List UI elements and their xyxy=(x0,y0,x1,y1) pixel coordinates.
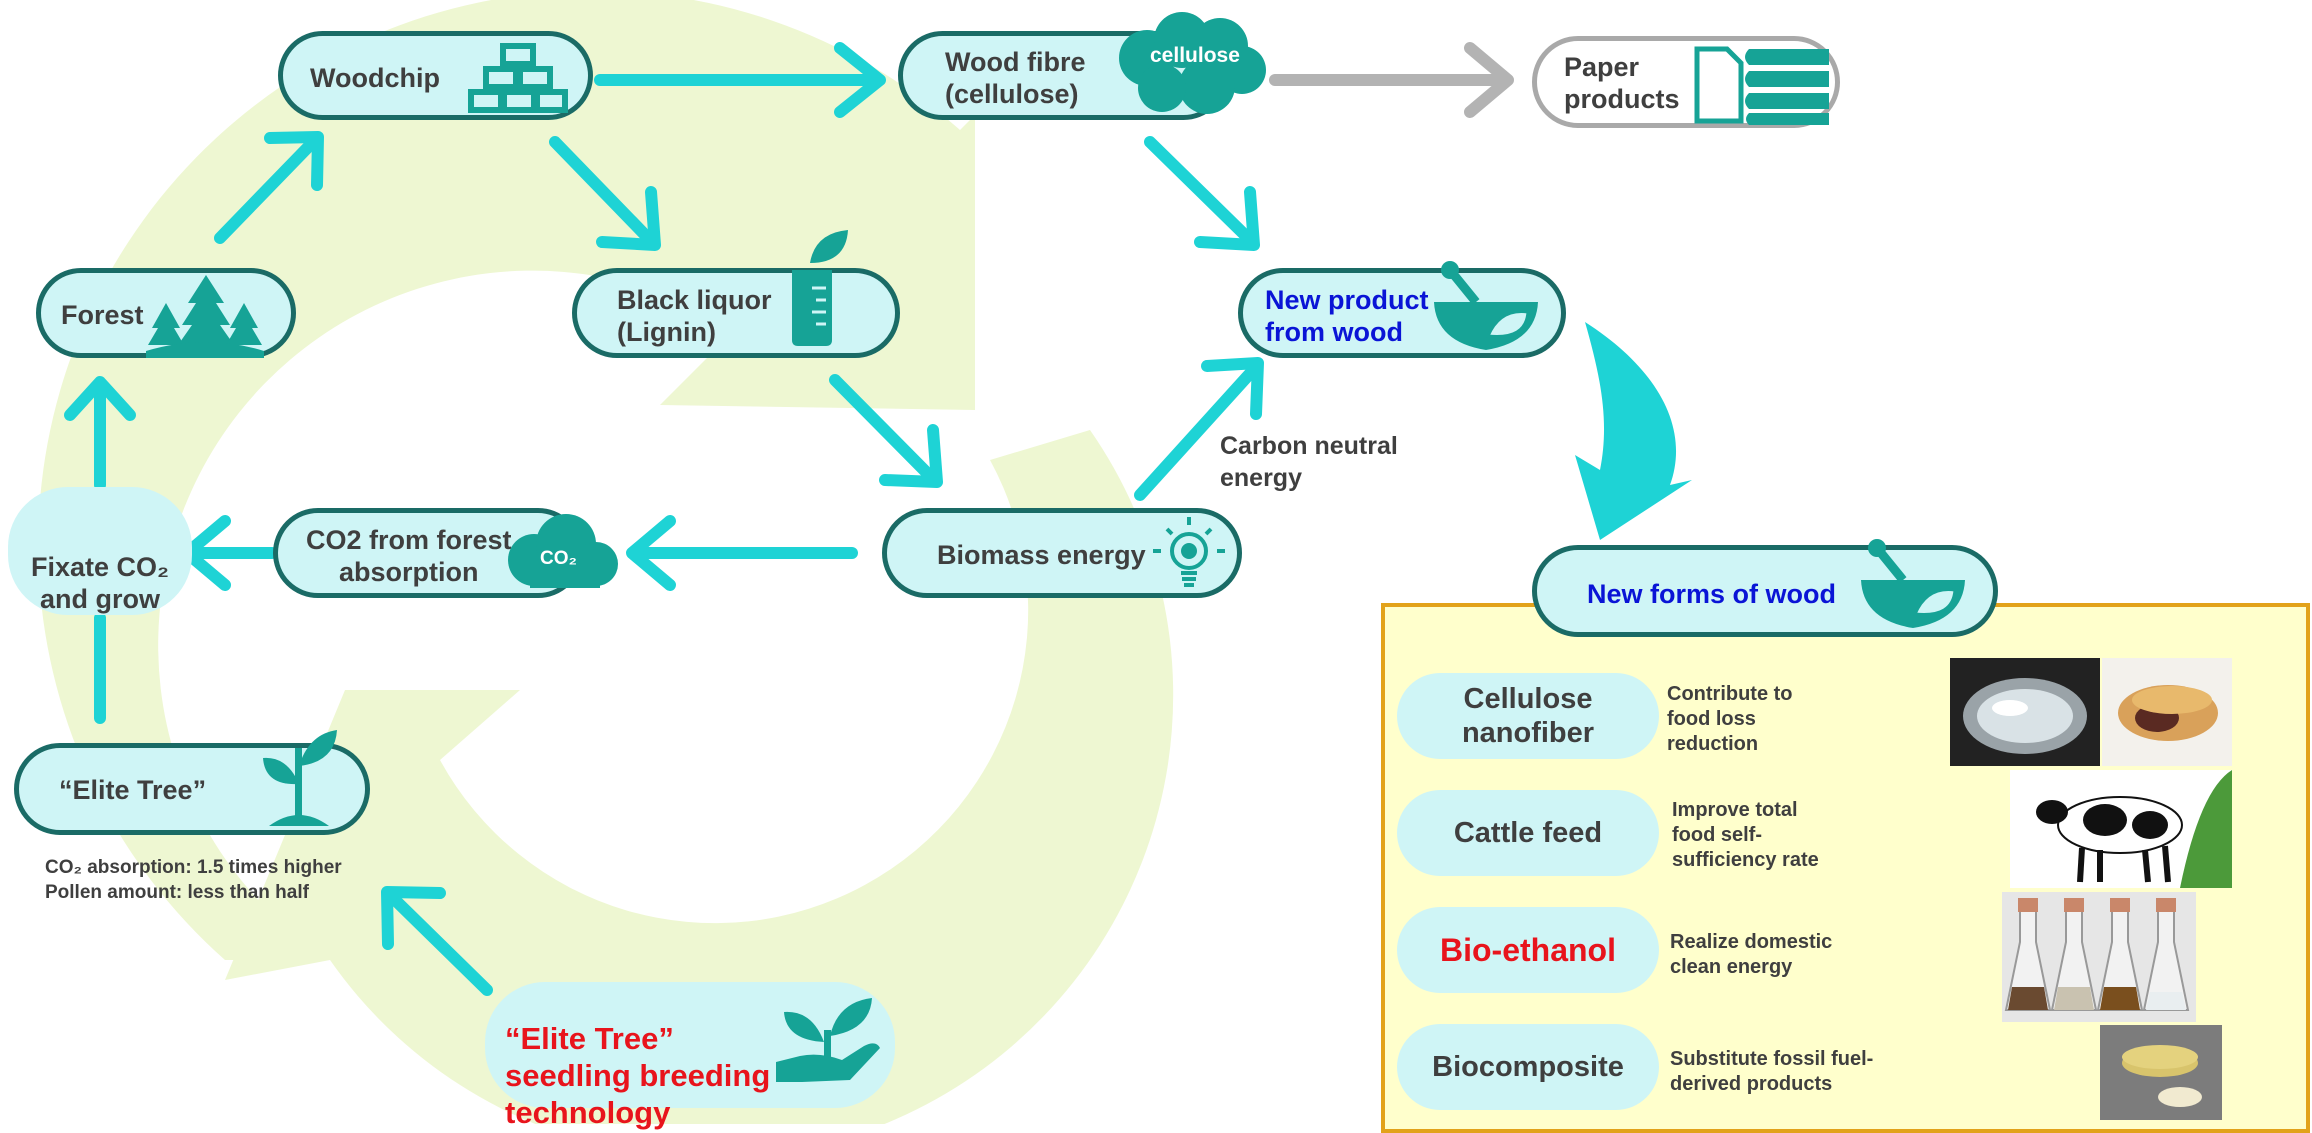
new-forms-label: New forms of wood xyxy=(1587,579,1836,609)
co2-forest-label: CO2 from forest absorption xyxy=(306,525,512,587)
cattle-feed-desc: Improve total food self- sufficiency rat… xyxy=(1672,799,1819,871)
co2-cloud-icon xyxy=(508,514,618,588)
woodchip-stack-icon xyxy=(468,43,568,113)
arrow-seedling-to-elite xyxy=(381,886,493,996)
black-liquor-label: Black liquor (Lignin) xyxy=(617,285,772,347)
beaker-leaf-icon xyxy=(792,230,848,346)
elite-tree-node[interactable]: “Elite Tree” xyxy=(14,730,370,835)
lightbulb-icon xyxy=(1153,517,1225,587)
cellulose-nanofiber-label: Cellulose nanofiber xyxy=(1461,683,1595,749)
dorayaki-photo xyxy=(2102,658,2232,766)
bio-ethanol-desc: Realize domestic clean energy xyxy=(1670,931,1833,978)
arrow-biomass-to-newproduct xyxy=(1134,357,1264,501)
black-liquor-node[interactable]: Black liquor (Lignin) xyxy=(572,268,900,358)
mortar-pestle-icon xyxy=(1434,261,1538,350)
biocomposite-pill[interactable]: Biocomposite xyxy=(1397,1024,1659,1110)
new-forms-node[interactable]: New forms of wood xyxy=(1532,539,1998,637)
biocomposite-photo xyxy=(2100,1025,2222,1120)
arrow-woodchip-to-liquor xyxy=(549,136,661,251)
arrow-forest-to-woodchip xyxy=(214,131,324,244)
fixate-co2-label: Fixate CO₂ and grow xyxy=(30,552,170,614)
biomass-energy-label: Biomass energy xyxy=(937,540,1146,570)
biocomposite-desc: Substitute fossil fuel- derived products xyxy=(1670,1048,1874,1095)
cattle-feed-pill[interactable]: Cattle feed xyxy=(1397,790,1659,876)
wood-fibre-label: Wood fibre (cellulose) xyxy=(945,47,1086,109)
sprout-icon xyxy=(263,730,337,826)
biocomposite-label: Biocomposite xyxy=(1432,1051,1624,1083)
cattle-photo xyxy=(2010,770,2232,888)
arrow-co2-to-fixate xyxy=(181,515,278,591)
carbon-neutral-note: Carbon neutral energy xyxy=(1220,432,1398,492)
nanofiber-gel-photo xyxy=(1950,658,2100,766)
new-product-label: New product from wood xyxy=(1265,285,1429,347)
cattle-feed-label: Cattle feed xyxy=(1453,817,1603,849)
ethanol-flasks-photo xyxy=(2002,892,2196,1022)
seedling-technology-bubble[interactable]: “Elite Tree” seedling breeding technolog… xyxy=(485,982,895,1130)
elite-tree-label: “Elite Tree” xyxy=(59,775,207,805)
mortar-pestle-icon xyxy=(1861,539,1965,628)
paper-book-icon xyxy=(1694,46,1829,125)
elite-tree-stats: CO₂ absorption: 1.5 times higher Pollen … xyxy=(45,857,342,903)
bio-ethanol-label: Bio-ethanol xyxy=(1440,932,1616,968)
cellulose-nanofiber-pill[interactable]: Cellulose nanofiber xyxy=(1397,673,1659,759)
arrow-fixate-to-forest xyxy=(64,376,136,491)
co2-cloud-label: CO₂ xyxy=(540,548,577,569)
arrow-fibre-to-paper xyxy=(1269,42,1514,118)
cycle-background xyxy=(38,0,1174,1124)
arrow-biomass-to-co2 xyxy=(626,515,858,591)
arrow-woodchip-to-fibre xyxy=(594,42,886,118)
arrow-liquor-to-biomass xyxy=(829,374,943,488)
fixate-co2-bubble[interactable]: Fixate CO₂ and grow xyxy=(8,487,192,615)
paper-products-label: Paper products xyxy=(1564,52,1680,114)
woodchip-node[interactable]: Woodchip xyxy=(278,31,593,120)
forest-label: Forest xyxy=(61,300,144,330)
cellulose-nanofiber-desc: Contribute to food loss reduction xyxy=(1667,683,1793,755)
hand-sprout-icon xyxy=(776,998,880,1082)
forest-trees-icon xyxy=(146,275,264,358)
woodchip-label: Woodchip xyxy=(310,63,440,93)
cellulose-cloud-icon xyxy=(1119,12,1266,114)
seedling-technology-label: “Elite Tree” seedling breeding technolog… xyxy=(505,1021,771,1130)
cellulose-cloud-label: cellulose xyxy=(1150,44,1240,67)
arrow-newproduct-to-newforms xyxy=(1575,322,1692,540)
forest-node[interactable]: Forest xyxy=(36,268,296,358)
bio-ethanol-pill[interactable]: Bio-ethanol xyxy=(1397,907,1659,993)
biomass-energy-node[interactable]: Biomass energy xyxy=(882,508,1242,598)
paper-products-node[interactable]: Paper products xyxy=(1532,36,1840,128)
arrow-fibre-to-newproduct xyxy=(1144,136,1260,251)
